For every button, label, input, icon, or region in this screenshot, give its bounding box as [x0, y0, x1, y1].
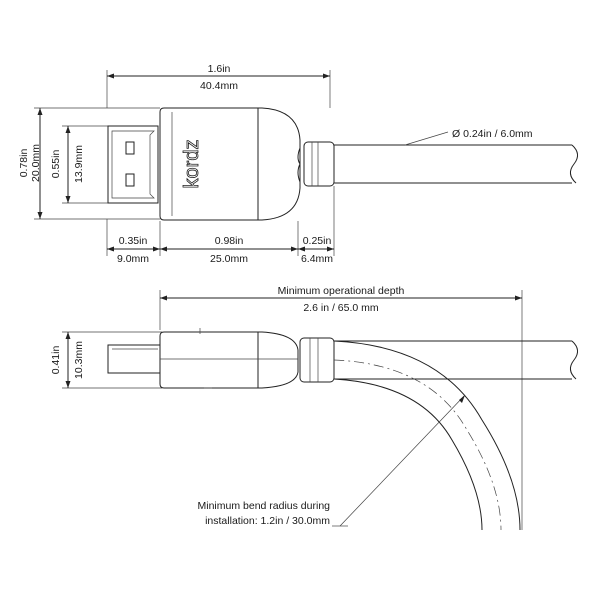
overall-height-imperial: 0.78in [18, 149, 30, 178]
arrowhead [160, 295, 167, 301]
depth-value: 2.6 in / 65.0 mm [303, 302, 379, 314]
brand-logo: kordz [181, 140, 203, 189]
overall-height-metric: 20.0mm [30, 144, 42, 182]
connector-body-side [159, 331, 299, 389]
thickness-metric: 10.3mm [73, 341, 85, 379]
arrowhead [107, 73, 114, 79]
arrowhead [515, 295, 522, 301]
bend-radius-label-line2: installation: 1.2in / 30.0mm [205, 515, 330, 527]
plug-height-metric: 13.9mm [73, 145, 85, 183]
bend-radius-leader [339, 394, 466, 527]
side-view: Minimum operational depth 2.6 in / 65.0 … [50, 285, 578, 531]
diameter-leader [404, 131, 449, 146]
boot-curve [297, 147, 301, 183]
body-length-imperial: 0.98in [215, 235, 244, 247]
boot-length-imperial: 0.25in [303, 235, 332, 247]
cable-break-mark [570, 340, 578, 380]
arrowhead [65, 196, 71, 203]
plug-length-metric: 9.0mm [117, 253, 149, 265]
plug-length-imperial: 0.35in [119, 235, 148, 247]
arrowhead [298, 246, 305, 252]
thickness-imperial: 0.41in [50, 346, 62, 375]
plug-height-imperial: 0.55in [50, 150, 62, 179]
plug-latch-hole [125, 141, 135, 155]
depth-title: Minimum operational depth [278, 285, 405, 297]
arrowhead [65, 381, 71, 388]
cable-diameter-label: Ø 0.24in / 6.0mm [452, 128, 533, 140]
arrowhead [65, 126, 71, 133]
bend-radius-label-line1: Minimum bend radius during [198, 500, 331, 512]
strain-relief-side [299, 337, 335, 383]
arrowhead [37, 108, 43, 115]
plug-latch-hole [125, 173, 135, 187]
bend-centerline [333, 359, 502, 531]
bent-cable-inner [333, 378, 483, 531]
arrowhead [65, 332, 71, 339]
arrowhead [327, 246, 334, 252]
plug-shell [111, 130, 155, 199]
arrowhead [323, 73, 330, 79]
arrowhead [37, 212, 43, 219]
cable-break-mark [570, 144, 578, 184]
arrowhead [291, 246, 298, 252]
arrowhead [160, 246, 167, 252]
bent-cable-outer [333, 340, 521, 531]
arrowhead [107, 246, 114, 252]
arrowhead [459, 395, 465, 403]
strain-relief [303, 141, 335, 187]
total-length-metric: 40.4mm [200, 80, 238, 92]
total-length-imperial: 1.6in [208, 63, 231, 75]
top-view: 1.6in 40.4mm 0.78in 20.0mm 0.55in 13.9mm… [18, 63, 578, 265]
boot-length-metric: 6.4mm [301, 253, 333, 265]
arrowhead [153, 246, 160, 252]
plug-tip [107, 125, 159, 204]
body-length-metric: 25.0mm [210, 253, 248, 265]
connector-body [159, 107, 301, 221]
